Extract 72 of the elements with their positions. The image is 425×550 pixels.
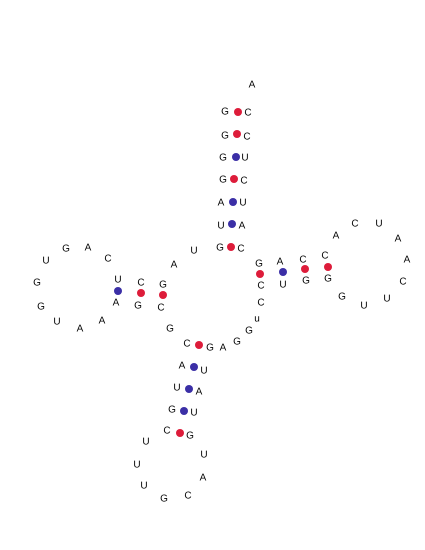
nucleotide-letter: G [221,108,229,116]
nucleotide-letter: C [137,278,145,288]
nucleotide-letter: G [245,326,253,336]
nucleotide-letter: U [133,460,141,470]
nucleotide-letter: A [218,198,224,208]
nucleotide-letter: G [134,302,142,310]
nucleotide-letter: U [200,450,208,460]
nucleotide-letter: G [216,244,224,252]
nucleotide-letter: C [257,282,265,290]
nucleotide-letter: U [190,246,198,256]
nucleotide-letter: U [279,280,287,290]
nucleotide-letter: U [140,482,148,490]
nucleotide-letter: G [160,494,168,504]
nucleotide-letter: U [142,438,150,446]
nucleotide-letter: G [166,324,174,334]
nucleotide-letter: G [159,280,167,290]
nucleotide-letter: C [321,252,329,260]
nucleotide-letter: C [240,176,248,186]
nucleotide-letter: U [53,318,61,326]
nucleotide-letter: C [399,278,407,286]
nucleotide-letter: G [221,132,229,140]
nucleotide-letter: A [248,80,256,90]
nucleotide-letter: G [186,432,194,440]
nucleotide-letter: G [62,244,70,254]
nucleotide-letter: G [219,176,227,184]
nucleotide-letter: C [351,220,359,228]
nucleotide-letter: C [243,132,251,142]
nucleotide-letter: U [173,384,181,392]
nucleotide-letter: A [98,316,106,326]
nucleotide-letter: A [200,474,206,482]
nucleotide-letter: G [33,278,41,288]
nucleotide-letter: C [183,340,191,348]
nucleotide-letter: G [324,274,332,284]
nucleotide-letter: U [114,276,122,284]
nucleotide-letter: A [196,388,202,396]
nucleotide-letter: A [404,256,410,264]
nucleotide-letter: A [220,344,226,352]
nucleotide-letter: G [219,154,227,162]
nucleotide-letter: A [112,298,120,308]
nucleotide-letter: A [76,324,84,334]
nucleotide-letter: G [206,344,214,352]
nucleotide-letter: G [338,292,346,302]
nucleotide-letter: U [383,294,391,304]
nucleotide-letter: A [84,244,92,252]
nucleotide-letter: U [217,222,225,230]
nucleotide-letter: A [276,258,284,266]
nucleotide-letter: U [241,154,249,162]
nucleotide-letter: U [360,302,368,310]
nucleotide-letter: A [394,234,402,244]
nucleotide-letter: G [233,338,241,346]
nucleotide-letter: G [302,276,310,286]
nucleotide-letter: A [170,260,178,270]
nucleotide-letter: G [168,406,176,414]
nucleotide-letter: C [237,244,245,254]
nucleotide-letter: C [104,254,112,264]
nucleotide-letter: G [255,260,263,268]
nucleotide-letter: u [254,314,260,324]
nucleotide-letter: U [239,198,247,208]
nucleotide-letter: A [238,222,246,230]
nucleotide-letter: C [257,298,265,308]
nucleotide-letter: C [163,426,171,436]
nucleotide-letter: C [157,304,165,312]
nucleotide-letter: G [37,302,45,312]
nucleotide-letter: U [190,408,198,418]
nucleotide-letter: A [332,232,340,240]
nucleotide-letter: A [178,362,186,370]
nucleotide-letter: C [184,492,192,500]
nucleotide-letter: U [375,220,383,228]
nucleotide-letter: U [42,256,50,266]
nucleotide-letter: C [244,108,252,118]
nucleotide-letter: C [299,256,307,264]
nucleotide-letter: U [200,366,208,376]
